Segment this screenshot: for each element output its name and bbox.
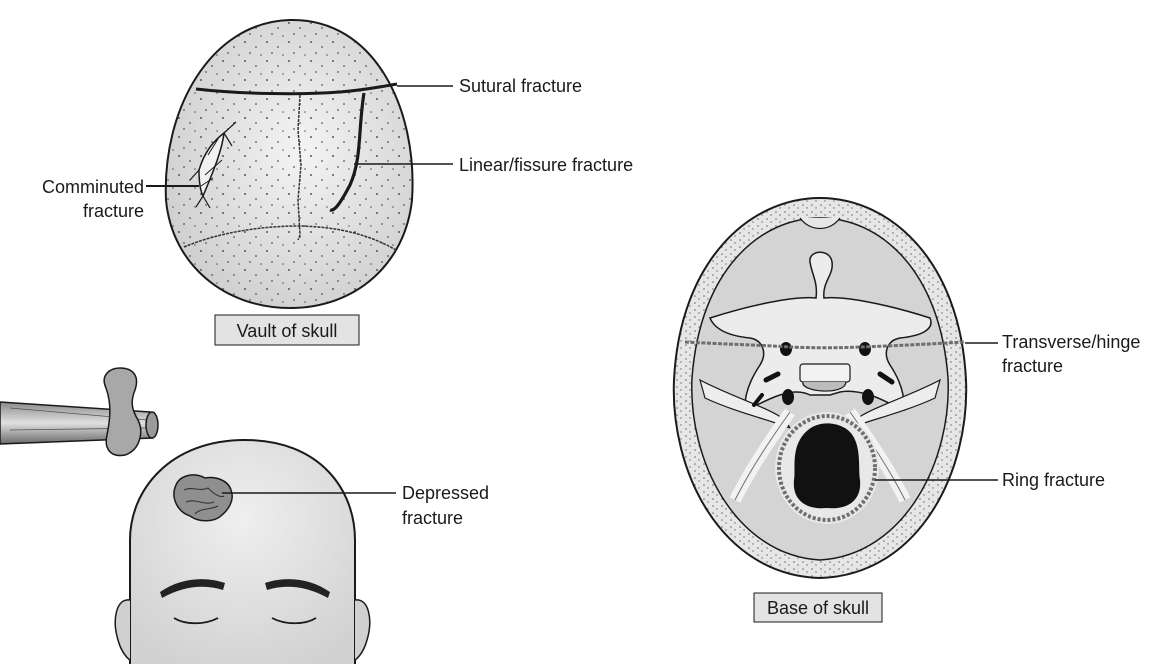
blunt-weapon-icon bbox=[0, 368, 158, 456]
caption-vault: Vault of skull bbox=[237, 321, 338, 341]
caption-base: Base of skull bbox=[767, 598, 869, 618]
head-outline bbox=[130, 440, 355, 664]
foramen-magnum bbox=[775, 412, 879, 524]
label-sutural-fracture: Sutural fracture bbox=[459, 76, 582, 96]
left-ear bbox=[115, 600, 130, 660]
vault-of-skull-illustration bbox=[146, 20, 453, 308]
label-transverse-line1: Transverse/hinge bbox=[1002, 332, 1140, 352]
label-depressed-line2: fracture bbox=[402, 508, 463, 528]
label-comminuted-line1: Comminuted bbox=[42, 177, 144, 197]
base-of-skull-illustration bbox=[674, 198, 998, 578]
head-illustration bbox=[0, 368, 396, 664]
label-ring-fracture: Ring fracture bbox=[1002, 470, 1105, 490]
label-comminuted-line2: fracture bbox=[83, 201, 144, 221]
label-depressed-line1: Depressed bbox=[402, 483, 489, 503]
label-transverse-line2: fracture bbox=[1002, 356, 1063, 376]
label-linear-fissure-fracture: Linear/fissure fracture bbox=[459, 155, 633, 175]
right-ear bbox=[355, 600, 370, 660]
